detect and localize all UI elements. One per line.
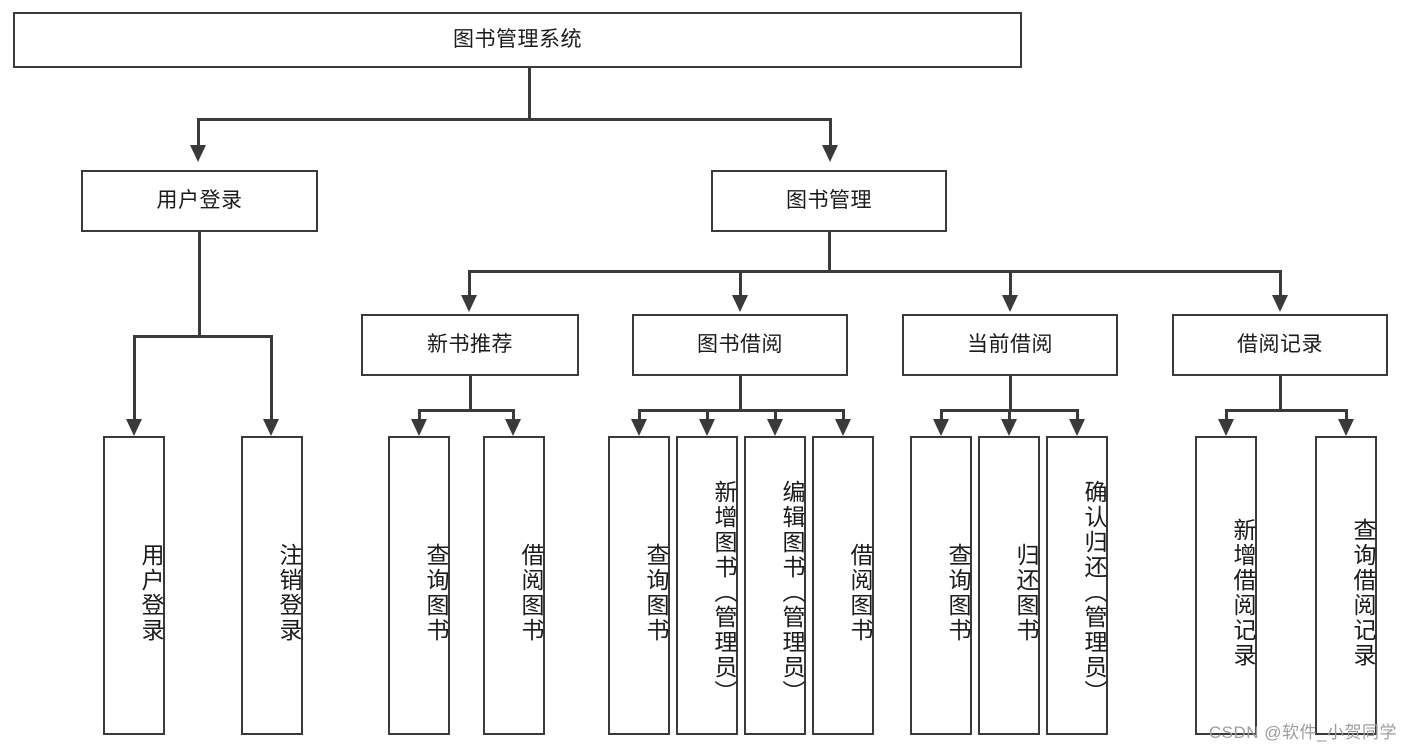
connector-borrow-record-drop-1 — [1225, 409, 1228, 419]
arrow-book-borrow-leaf-4 — [835, 419, 851, 436]
node-label: 查询借阅记录 — [1350, 517, 1376, 668]
leaf-new-book-1[interactable]: 借阅图书 — [483, 436, 545, 735]
node-label: 编辑图书（管理员） — [779, 480, 805, 705]
connector-to-book-management — [829, 118, 832, 145]
connector-current-borrow-drop-3 — [1076, 409, 1079, 419]
leaf-new-book-0[interactable]: 查询图书 — [388, 436, 450, 735]
arrow-to-user-login — [190, 145, 206, 162]
node-borrow-record[interactable]: 借阅记录 — [1172, 314, 1388, 376]
connector-book-borrow-stem — [739, 376, 742, 409]
connector-user-login-drop-2 — [270, 335, 273, 419]
node-current-borrow[interactable]: 当前借阅 — [902, 314, 1118, 376]
arrow-book-borrow-leaf-2 — [699, 419, 715, 436]
connector-book-borrow-drop-1 — [638, 409, 641, 419]
leaf-book-borrow-0[interactable]: 查询图书 — [608, 436, 670, 735]
node-label: 图书借阅 — [697, 332, 783, 356]
connector-to-borrow-record — [1279, 270, 1282, 295]
node-label: 用户登录 — [138, 542, 164, 643]
connector-to-current-borrow — [1009, 270, 1012, 295]
node-label: 新增借阅记录 — [1230, 517, 1256, 668]
connector-user-login-bus — [133, 335, 272, 338]
node-label: 当前借阅 — [967, 332, 1053, 356]
arrow-to-book-management — [822, 145, 838, 162]
arrow-current-borrow-leaf-2 — [1001, 419, 1017, 436]
connector-new-book-bus — [418, 409, 514, 412]
node-user-login[interactable]: 用户登录 — [81, 170, 318, 232]
arrow-to-new-book — [461, 295, 477, 312]
watermark: CSDN @软件_小贺同学 — [1208, 723, 1397, 742]
node-label: 借阅记录 — [1237, 332, 1323, 356]
node-book-borrow[interactable]: 图书借阅 — [632, 314, 848, 376]
connector-level3-bus — [468, 270, 1282, 273]
leaf-book-borrow-1[interactable]: 新增图书（管理员） — [676, 436, 738, 735]
node-label: 借阅图书 — [518, 542, 544, 643]
arrow-current-borrow-leaf-3 — [1069, 419, 1085, 436]
connector-book-borrow-drop-3 — [774, 409, 777, 419]
node-label: 查询图书 — [643, 542, 669, 643]
node-root-book-management-system[interactable]: 图书管理系统 — [13, 12, 1022, 68]
node-label: 新书推荐 — [427, 332, 513, 356]
connector-user-login-stem — [198, 232, 201, 335]
arrow-new-book-leaf-1 — [411, 419, 427, 436]
connector-new-book-stem — [469, 376, 472, 409]
connector-current-borrow-drop-2 — [1008, 409, 1011, 419]
connector-book-management-stem — [828, 232, 831, 270]
node-new-book-recommend[interactable]: 新书推荐 — [361, 314, 579, 376]
connector-level2-bus — [197, 118, 831, 121]
leaf-current-borrow-1[interactable]: 归还图书 — [978, 436, 1040, 735]
connector-to-book-borrow — [739, 270, 742, 295]
connector-book-borrow-bus — [638, 409, 844, 412]
connector-root-stem — [528, 68, 531, 118]
leaf-book-borrow-2[interactable]: 编辑图书（管理员） — [744, 436, 806, 735]
connector-to-user-login — [197, 118, 200, 145]
leaf-user-login-1[interactable]: 注销登录 — [241, 436, 303, 735]
connector-new-book-drop-2 — [512, 409, 515, 419]
connector-user-login-drop-1 — [133, 335, 136, 419]
arrow-to-borrow-record — [1272, 295, 1288, 312]
node-label: 查询图书 — [945, 542, 971, 643]
node-label: 图书管理系统 — [453, 27, 582, 51]
arrow-to-current-borrow — [1002, 295, 1018, 312]
connector-borrow-record-bus — [1225, 409, 1347, 412]
connector-to-new-book — [468, 270, 471, 295]
arrow-borrow-record-leaf-2 — [1338, 419, 1354, 436]
connector-borrow-record-stem — [1279, 376, 1282, 409]
node-label: 新增图书（管理员） — [711, 480, 737, 705]
arrow-borrow-record-leaf-1 — [1218, 419, 1234, 436]
arrow-current-borrow-leaf-1 — [933, 419, 949, 436]
leaf-current-borrow-2[interactable]: 确认归还（管理员） — [1046, 436, 1108, 735]
node-label: 注销登录 — [276, 542, 302, 643]
node-book-management[interactable]: 图书管理 — [711, 170, 947, 232]
arrow-to-book-borrow — [732, 295, 748, 312]
arrow-user-login-leaf-2 — [263, 419, 279, 436]
node-label: 借阅图书 — [847, 542, 873, 643]
leaf-current-borrow-0[interactable]: 查询图书 — [910, 436, 972, 735]
arrow-new-book-leaf-2 — [505, 419, 521, 436]
connector-new-book-drop-1 — [418, 409, 421, 419]
leaf-borrow-record-1[interactable]: 查询借阅记录 — [1315, 436, 1377, 735]
node-label: 归还图书 — [1013, 542, 1039, 643]
node-label: 图书管理 — [786, 188, 872, 212]
arrow-book-borrow-leaf-3 — [767, 419, 783, 436]
leaf-book-borrow-3[interactable]: 借阅图书 — [812, 436, 874, 735]
node-label: 查询图书 — [423, 542, 449, 643]
leaf-user-login-0[interactable]: 用户登录 — [103, 436, 165, 735]
connector-current-borrow-stem — [1009, 376, 1012, 409]
leaf-borrow-record-0[interactable]: 新增借阅记录 — [1195, 436, 1257, 735]
connector-borrow-record-drop-2 — [1345, 409, 1348, 419]
connector-current-borrow-drop-1 — [940, 409, 943, 419]
arrow-user-login-leaf-1 — [126, 419, 142, 436]
node-label: 用户登录 — [156, 188, 243, 212]
connector-book-borrow-drop-4 — [842, 409, 845, 419]
node-label: 确认归还（管理员） — [1081, 480, 1107, 705]
connector-book-borrow-drop-2 — [706, 409, 709, 419]
arrow-book-borrow-leaf-1 — [631, 419, 647, 436]
